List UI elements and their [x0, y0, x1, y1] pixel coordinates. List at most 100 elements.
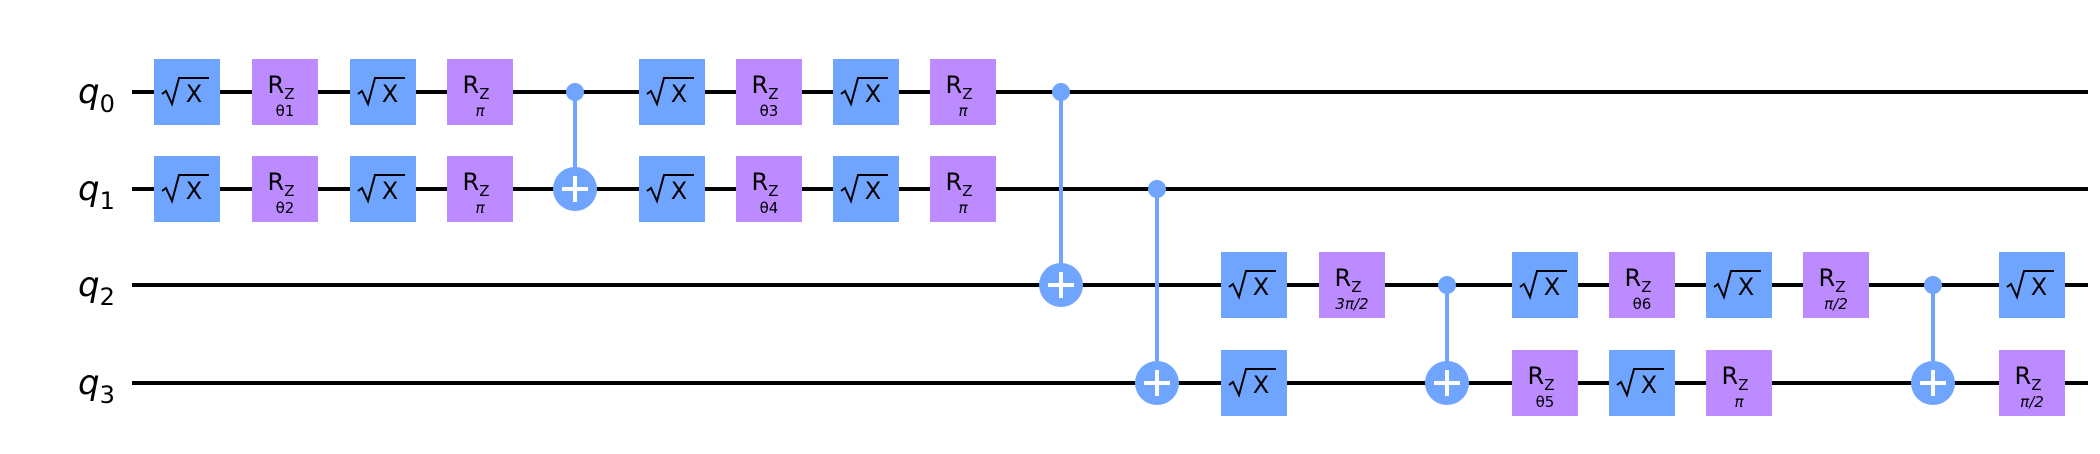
rz-gate-label-sub: Z — [1641, 278, 1651, 296]
rz-gate-box — [930, 156, 996, 222]
rz-gate-label-sub: Z — [1544, 376, 1554, 394]
rz-gate-param: 3π/2 — [1335, 295, 1368, 313]
sx-gate-label: X — [671, 177, 687, 205]
rz-gate-box — [736, 59, 802, 125]
qubit-label-0: q0 — [78, 72, 115, 118]
rz-gate-label-sub: Z — [2031, 376, 2041, 394]
sx-gate-label: X — [865, 177, 881, 205]
sx-gate: X — [639, 59, 705, 125]
sqrt-icon — [1228, 368, 1276, 398]
rz-gate-label-sub: Z — [962, 85, 972, 103]
rz-gate: RZπ/2 — [1999, 350, 2065, 416]
sx-gate: X — [833, 156, 899, 222]
rz-gate: RZπ/2 — [1803, 252, 1869, 318]
rz-gate-box — [1706, 350, 1772, 416]
qubit-label-2: q2 — [78, 265, 115, 311]
rz-gate-label-sub: Z — [284, 182, 294, 200]
sx-gate-label: X — [1253, 371, 1269, 399]
sx-gate-label: X — [1544, 273, 1560, 301]
rz-gate-param: π — [958, 102, 968, 120]
rz-gate-param: π — [475, 199, 485, 217]
sx-gate-label: X — [1253, 273, 1269, 301]
sqrt-icon — [161, 174, 209, 204]
rz-gate-param: θ5 — [1536, 393, 1555, 411]
cnot-control-dot — [1924, 276, 1942, 294]
rz-gate-box — [1512, 350, 1578, 416]
qubit-label-3: q3 — [78, 363, 115, 409]
sx-gate: X — [1512, 252, 1578, 318]
sx-gate: X — [350, 156, 416, 222]
rz-gate-label-sub: Z — [768, 85, 778, 103]
sqrt-icon — [1519, 270, 1567, 300]
rz-gate-label: RZ — [1625, 264, 1652, 296]
cnot-gate — [1039, 83, 1083, 307]
rz-gate-label-sub: Z — [768, 182, 778, 200]
rz-gate-param: θ6 — [1633, 295, 1652, 313]
rz-gate-label-sub: Z — [479, 85, 489, 103]
rz-gate-box — [1319, 252, 1385, 318]
rz-gate-label-sub: Z — [1738, 376, 1748, 394]
sx-gate: X — [154, 156, 220, 222]
sx-gate-label: X — [671, 80, 687, 108]
qubit-label-index: 0 — [100, 90, 115, 118]
rz-gate-param: θ3 — [760, 102, 779, 120]
sx-gate-label: X — [382, 80, 398, 108]
cnot-control-dot — [1148, 180, 1166, 198]
rz-gate: RZπ — [447, 59, 513, 125]
rz-gate: RZπ — [930, 59, 996, 125]
qubit-label-1: q1 — [78, 169, 115, 215]
cnot-gate — [1425, 276, 1469, 405]
sqrt-icon — [1228, 270, 1276, 300]
rz-gate-param: θ2 — [276, 199, 295, 217]
cnot-gate — [1135, 180, 1179, 405]
sx-gate: X — [1221, 252, 1287, 318]
sx-gate: X — [1706, 252, 1772, 318]
rz-gate: RZπ — [1706, 350, 1772, 416]
cnot-control-dot — [566, 83, 584, 101]
rz-gate: RZπ — [930, 156, 996, 222]
sx-gate-label: X — [2031, 273, 2047, 301]
sx-gate: X — [1221, 350, 1287, 416]
rz-gate-param: θ1 — [276, 102, 295, 120]
sqrt-icon — [646, 174, 694, 204]
rz-gate-param: π/2 — [1824, 295, 1848, 313]
sx-gate-label: X — [186, 177, 202, 205]
rz-gate: RZπ — [447, 156, 513, 222]
rz-gate-param: π — [958, 199, 968, 217]
sqrt-icon — [357, 174, 405, 204]
sqrt-icon — [1713, 270, 1761, 300]
wires-layer — [132, 90, 2088, 385]
sx-gate-label: X — [186, 80, 202, 108]
rz-gate-box — [930, 59, 996, 125]
cnot-control-dot — [1438, 276, 1456, 294]
sx-gate: X — [639, 156, 705, 222]
cnot-control-dot — [1052, 83, 1070, 101]
rz-gate-param: π/2 — [2020, 393, 2044, 411]
qubit-labels-layer: q0 q1 q2 q3 — [78, 72, 115, 409]
qubit-label-index: 1 — [100, 187, 115, 215]
rz-gate-box — [1803, 252, 1869, 318]
rz-gate-box — [252, 59, 318, 125]
sx-gate: X — [154, 59, 220, 125]
sqrt-icon — [161, 77, 209, 107]
sqrt-icon — [646, 77, 694, 107]
sqrt-icon — [840, 77, 888, 107]
operations-layer: XXRZθ1RZθ2XXRZπRZπXXRZθ3RZθ4XXRZπRZπXXRZ… — [154, 59, 2065, 416]
rz-gate-box — [736, 156, 802, 222]
sx-gate-label: X — [1641, 371, 1657, 399]
sx-gate-label: X — [865, 80, 881, 108]
rz-gate-label-sub: Z — [1835, 278, 1845, 296]
rz-gate-box — [1609, 252, 1675, 318]
rz-gate-box — [252, 156, 318, 222]
cnot-gate — [1911, 276, 1955, 405]
sx-gate-label: X — [1738, 273, 1754, 301]
